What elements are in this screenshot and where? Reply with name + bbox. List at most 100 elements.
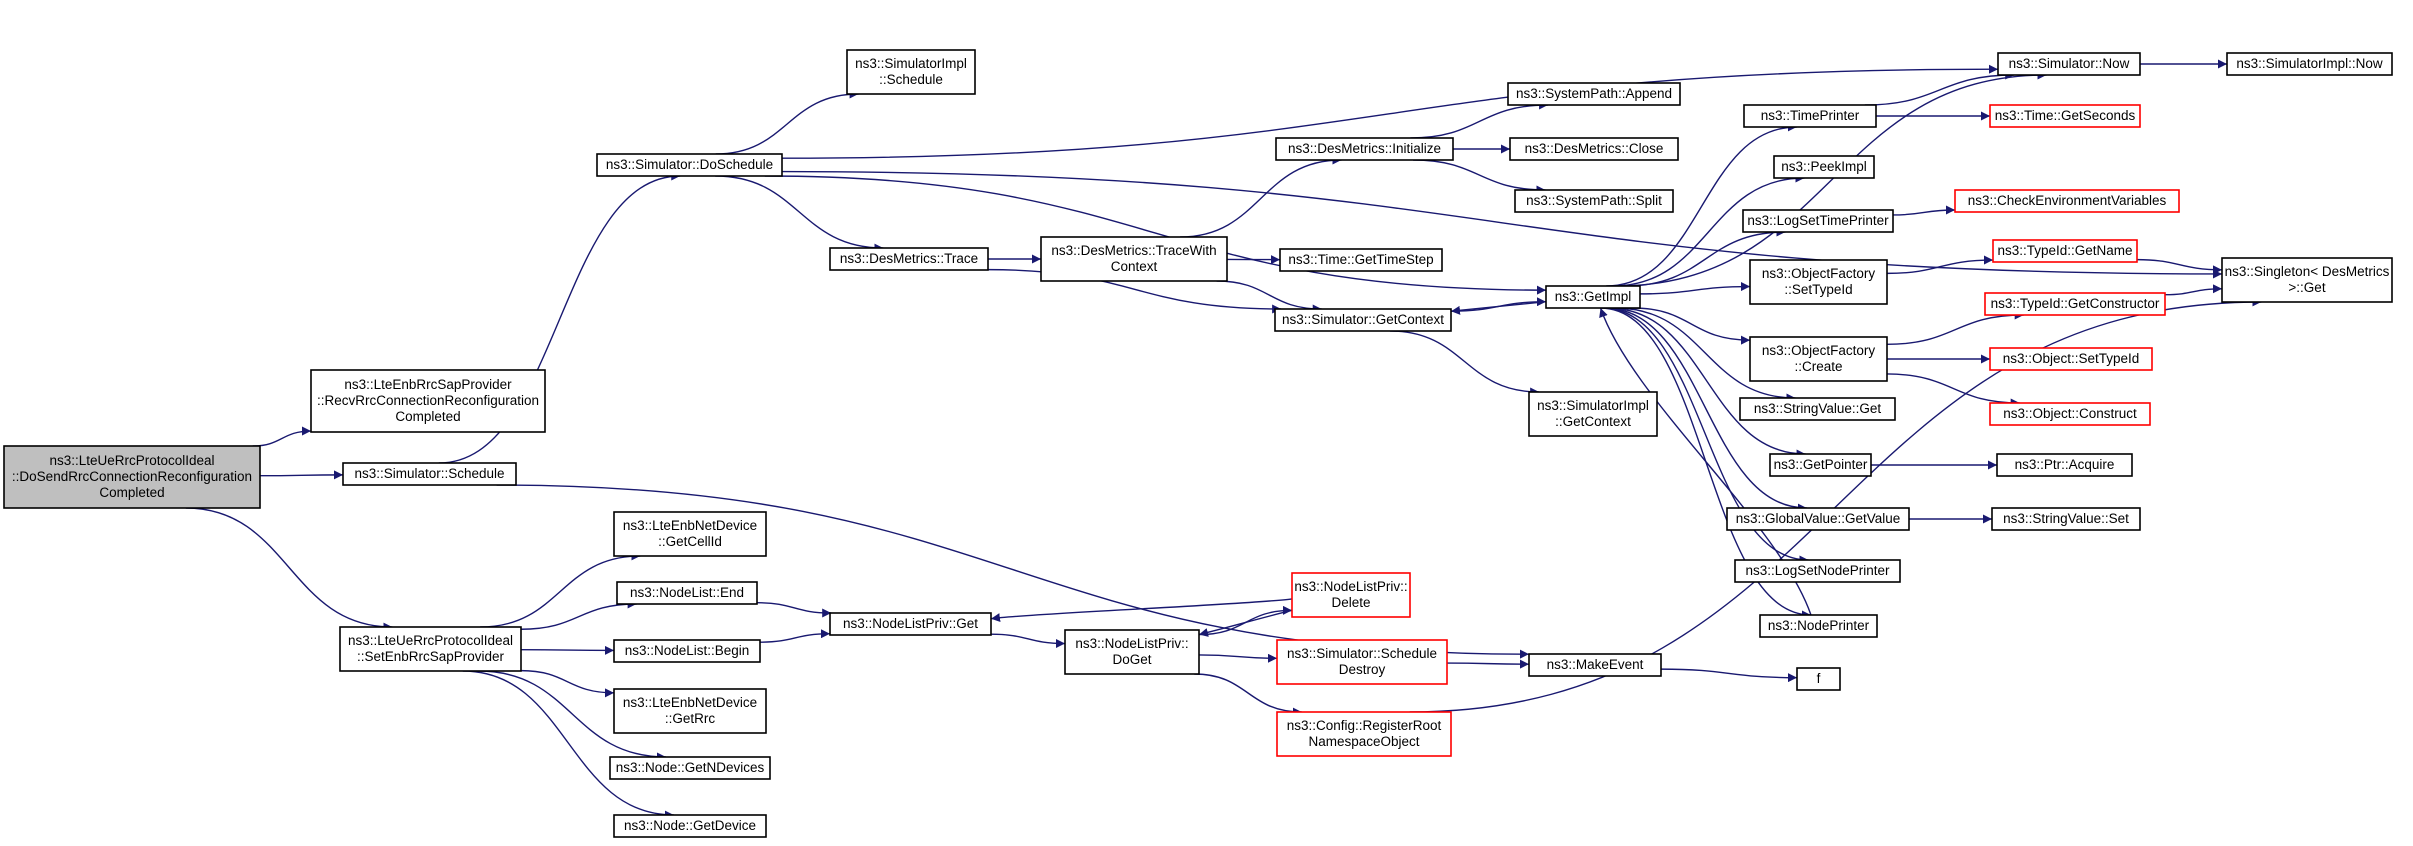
node-label: ns3::Simulator::DoSchedule	[606, 157, 773, 172]
graph-node-getpointer[interactable]: ns3::GetPointer	[1769, 453, 1872, 477]
graph-node-makeevent[interactable]: ns3::MakeEvent	[1528, 653, 1662, 677]
edge-typegetctor-to-singleton	[2164, 284, 2223, 296]
graph-node-logsetnode[interactable]: ns3::LogSetNodePrinter	[1734, 559, 1901, 583]
graph-node-getimpl[interactable]: ns3::GetImpl	[1545, 285, 1641, 309]
node-label: ns3::TypeId::GetName	[1997, 243, 2132, 258]
graph-node-objsettype[interactable]: ns3::Object::SetTypeId	[1989, 347, 2153, 371]
graph-node-timestep[interactable]: ns3::Time::GetTimeStep	[1279, 248, 1443, 272]
edge-getimpl-to-getcontext	[1450, 301, 1547, 315]
graph-node-ofsettype[interactable]: ns3::ObjectFactory::SetTypeId	[1749, 259, 1888, 305]
node-label: ns3::ObjectFactory	[1762, 266, 1876, 281]
graph-node-getrrc[interactable]: ns3::LteEnbNetDevice::GetRrc	[613, 688, 767, 734]
graph-node-setenb[interactable]: ns3::LteUeRrcProtocolIdeal::SetEnbRrcSap…	[339, 626, 522, 672]
edge-getcontext-to-simimplctx	[1389, 330, 1540, 397]
node-label: >::Get	[2288, 280, 2325, 295]
node-label: ::SetTypeId	[1784, 282, 1852, 297]
nodes-layer: ns3::LteUeRrcProtocolIdeal::DoSendRrcCon…	[3, 49, 2393, 838]
node-label: ns3::NodeListPriv::	[1075, 636, 1188, 651]
node-label: ns3::MakeEvent	[1547, 657, 1644, 672]
node-box	[829, 612, 992, 636]
graph-node-destrace[interactable]: ns3::DesMetrics::Trace	[829, 247, 989, 271]
graph-node-peekimpl[interactable]: ns3::PeekImpl	[1773, 155, 1875, 179]
node-box	[1991, 507, 2141, 531]
graph-node-nlprivdoget[interactable]: ns3::NodeListPriv::DoGet	[1064, 629, 1200, 675]
graph-node-typegetname[interactable]: ns3::TypeId::GetName	[1992, 239, 2138, 263]
graph-node-simimplsched[interactable]: ns3::SimulatorImpl::Schedule	[846, 49, 976, 95]
edge-getimpl-to-logsetnode	[1602, 307, 1809, 565]
graph-node-logsettime[interactable]: ns3::LogSetTimePrinter	[1742, 209, 1894, 233]
graph-node-typegetctor[interactable]: ns3::TypeId::GetConstructor	[1984, 292, 2166, 316]
node-box	[1734, 559, 1901, 583]
graph-node-strvalget[interactable]: ns3::StringValue::Get	[1739, 397, 1896, 421]
node-label: Completed	[99, 485, 164, 500]
node-label: ns3::PeekImpl	[1781, 159, 1867, 174]
edge-nlend-to-nlprivget	[756, 602, 832, 618]
graph-node-getcellid[interactable]: ns3::LteEnbNetDevice::GetCellId	[613, 511, 767, 557]
edge-sched-to-makeevent	[496, 484, 1530, 659]
graph-node-pathappend[interactable]: ns3::SystemPath::Append	[1507, 82, 1681, 106]
graph-node-getcontext[interactable]: ns3::Simulator::GetContext	[1274, 308, 1452, 332]
node-box	[1773, 155, 1875, 179]
node-box	[310, 369, 546, 433]
node-label: ns3::Object::SetTypeId	[2003, 351, 2140, 366]
graph-node-nlbegin[interactable]: ns3::NodeList::Begin	[613, 639, 761, 663]
node-label: ns3::Node::GetDevice	[624, 818, 756, 833]
edge-configreg-to-singleton	[1409, 297, 2262, 713]
edge-logsettime-to-checkenv	[1892, 205, 1956, 216]
node-box	[339, 626, 522, 672]
graph-node-ptracquire[interactable]: ns3::Ptr::Acquire	[1996, 453, 2133, 477]
graph-node-desinit[interactable]: ns3::DesMetrics::Initialize	[1275, 137, 1454, 161]
graph-node-nlprivdelete[interactable]: ns3::NodeListPriv::Delete	[1291, 572, 1411, 618]
graph-node-simnow[interactable]: ns3::Simulator::Now	[1997, 52, 2141, 76]
node-box	[609, 756, 771, 780]
edge-setenb-to-getrrc	[520, 669, 615, 698]
node-label: ns3::DesMetrics::Close	[1525, 141, 1664, 156]
edge-nlprivdelete-to-nlprivget	[990, 598, 1293, 622]
graph-node-nlprivget[interactable]: ns3::NodeListPriv::Get	[829, 612, 992, 636]
node-label: ns3::GetImpl	[1555, 289, 1632, 304]
node-label: ::Schedule	[879, 72, 943, 87]
graph-node-singleton[interactable]: ns3::Singleton< DesMetrics>::Get	[2221, 257, 2393, 303]
node-box	[2226, 52, 2393, 76]
graph-node-strvalset[interactable]: ns3::StringValue::Set	[1991, 507, 2141, 531]
graph-node-simimplnow[interactable]: ns3::SimulatorImpl::Now	[2226, 52, 2393, 76]
graph-node-pathsplit[interactable]: ns3::SystemPath::Split	[1514, 189, 1674, 213]
graph-node-getndevices[interactable]: ns3::Node::GetNDevices	[609, 756, 771, 780]
graph-node-root[interactable]: ns3::LteUeRrcProtocolIdeal::DoSendRrcCon…	[3, 445, 261, 509]
node-label: ns3::Simulator::GetContext	[1282, 312, 1444, 327]
node-label: ::SetEnbRrcSapProvider	[357, 649, 505, 664]
graph-node-sched[interactable]: ns3::Simulator::Schedule	[342, 462, 517, 486]
node-box	[1507, 82, 1681, 106]
edge-getimpl-to-logsettime	[1625, 227, 1786, 287]
graph-node-getseconds[interactable]: ns3::Time::GetSeconds	[1989, 104, 2141, 128]
graph-node-nlend[interactable]: ns3::NodeList::End	[616, 581, 758, 605]
edge-nlprivget-to-nlprivdoget	[990, 633, 1066, 649]
node-label: Completed	[395, 409, 460, 424]
graph-node-simimplctx[interactable]: ns3::SimulatorImpl::GetContext	[1528, 391, 1658, 437]
node-label: ns3::CheckEnvironmentVariables	[1968, 193, 2167, 208]
graph-node-objconstruct[interactable]: ns3::Object::Construct	[1989, 402, 2151, 426]
graph-node-getdevice[interactable]: ns3::Node::GetDevice	[613, 814, 767, 838]
graph-node-nodeprinter[interactable]: ns3::NodePrinter	[1759, 614, 1878, 638]
node-label: ns3::GlobalValue::GetValue	[1736, 511, 1901, 526]
graph-node-checkenv[interactable]: ns3::CheckEnvironmentVariables	[1954, 189, 2180, 213]
edge-root-to-sched	[259, 470, 344, 480]
node-label: ::DoSendRrcConnectionReconfiguration	[12, 469, 252, 484]
graph-node-gvgetvalue[interactable]: ns3::GlobalValue::GetValue	[1726, 507, 1910, 531]
graph-node-desclose[interactable]: ns3::DesMetrics::Close	[1509, 137, 1679, 161]
graph-node-recv[interactable]: ns3::LteEnbRrcSapProvider::RecvRrcConnec…	[310, 369, 546, 433]
graph-node-dosched[interactable]: ns3::Simulator::DoSchedule	[596, 153, 783, 177]
node-label: ns3::SimulatorImpl	[855, 56, 967, 71]
graph-node-ofcreate[interactable]: ns3::ObjectFactory::Create	[1749, 336, 1888, 382]
node-box	[1769, 453, 1872, 477]
graph-node-f[interactable]: f	[1796, 667, 1841, 691]
node-label: ns3::Simulator::Now	[2009, 56, 2130, 71]
node-box	[1040, 236, 1228, 282]
node-box	[1528, 653, 1662, 677]
node-label: ns3::DesMetrics::Initialize	[1288, 141, 1441, 156]
edge-dosched-to-simnow	[781, 64, 1999, 159]
graph-node-timeprinter[interactable]: ns3::TimePrinter	[1743, 104, 1877, 128]
